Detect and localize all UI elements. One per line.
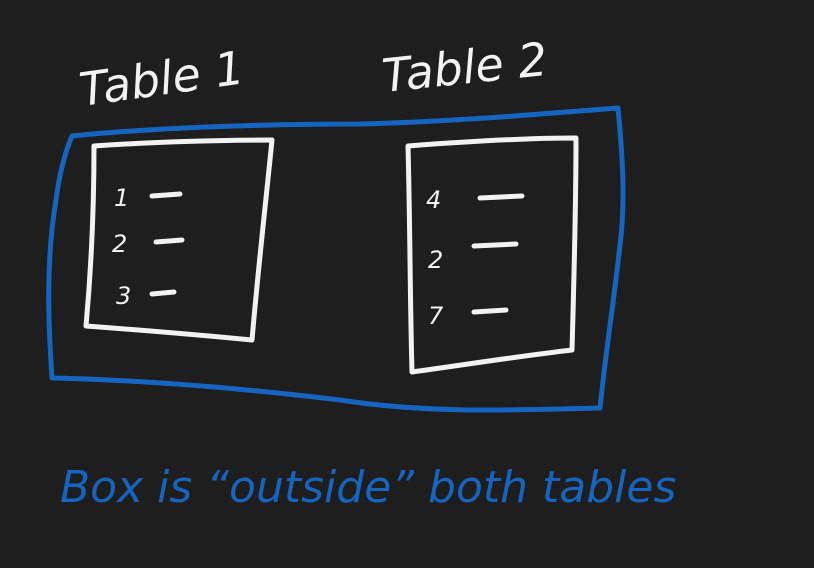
table-1-row-2-dash (153, 237, 185, 245)
table-2-row-1: 4 (426, 186, 441, 214)
table-1-row-1-dash (149, 191, 183, 199)
table-2-title: Table 2 (380, 32, 550, 103)
table-2-row-3-dash (471, 307, 509, 315)
table-2-row-3: 7 (428, 302, 444, 330)
table-1-row-2: 2 (112, 230, 127, 258)
table-2-row-2-dash (471, 241, 519, 249)
table-1-row-3: 3 (116, 282, 131, 310)
outer-box (46, 105, 626, 413)
table-1-frame (83, 137, 275, 343)
table-2-row-1-dash (477, 193, 525, 201)
table-2-row-2: 2 (428, 246, 443, 274)
table-2-frame (405, 135, 579, 375)
table-1-title: Table 1 (76, 40, 248, 117)
table-1-row-1: 1 (114, 184, 129, 212)
caption: Box is “outside” both tables (60, 462, 676, 513)
table-1-row-3-dash (149, 289, 177, 297)
